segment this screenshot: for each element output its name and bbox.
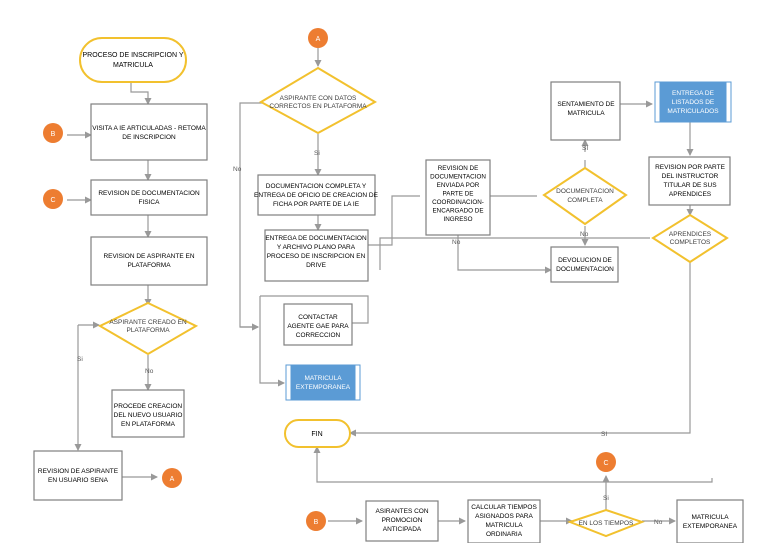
connector-b-bottom-label: B [314,519,319,526]
connector-lines [67,48,713,525]
connector-c-bottom-label: C [603,460,608,467]
decision-datos-correctos [258,66,378,135]
entrega-drive-box [264,229,369,282]
extemp-top-fill [290,364,356,401]
decision-doc-completa [542,166,628,226]
visita-box [90,103,208,161]
start-terminal [79,37,187,83]
extemp-bottom-box [676,499,744,543]
crear-usuario-box [111,389,185,438]
connector-b-left-label: B [51,131,56,138]
rev-aspirante-plat-box [90,236,208,286]
connector-c-bottom [596,452,616,472]
decision-en-los-tiempos [567,508,645,538]
label-si-datos: Si [314,150,320,157]
anticipada-box [365,500,439,542]
connector-a-left-label: A [170,476,175,483]
rev-sena-box [33,450,123,501]
sentamiento-box [550,81,621,141]
connector-c-left [43,189,63,209]
connector-a-top-label: A [316,36,321,43]
decision-en-los-tiempos-label: EN LOS TIEMPOS [579,520,634,527]
calcular-box [467,499,541,543]
connector-b-left [43,123,63,143]
rev-enviada-box [425,159,491,236]
fin-label: FIN [311,431,322,438]
label-no-tiempos: No [654,519,663,526]
connector-a-top [308,28,328,48]
label-no-creado: No [145,368,154,375]
rev-doc-fisica-box [90,179,208,216]
connector-c-left-label: C [50,197,55,204]
label-si-creado: Si [77,356,83,363]
devolucion-box [550,246,619,283]
decision-aspirante-creado [97,301,199,356]
entrega-listados-fill [659,81,727,123]
label-si-aprendices: SI [601,431,607,438]
connector-b-bottom [306,511,326,531]
label-no-datos: No [233,166,242,173]
rev-instructor-box [648,156,731,206]
label-no-rev: No [452,239,461,246]
doc-completa-box [257,174,376,216]
decision-aprendices-completos [651,213,729,264]
connector-a-left [162,468,182,488]
label-si-doc: SI [582,145,588,152]
label-si-tiempos: Si [603,495,609,502]
contactar-box [283,303,353,346]
fin-terminal [284,419,351,448]
label-no-doc: No [580,231,589,238]
